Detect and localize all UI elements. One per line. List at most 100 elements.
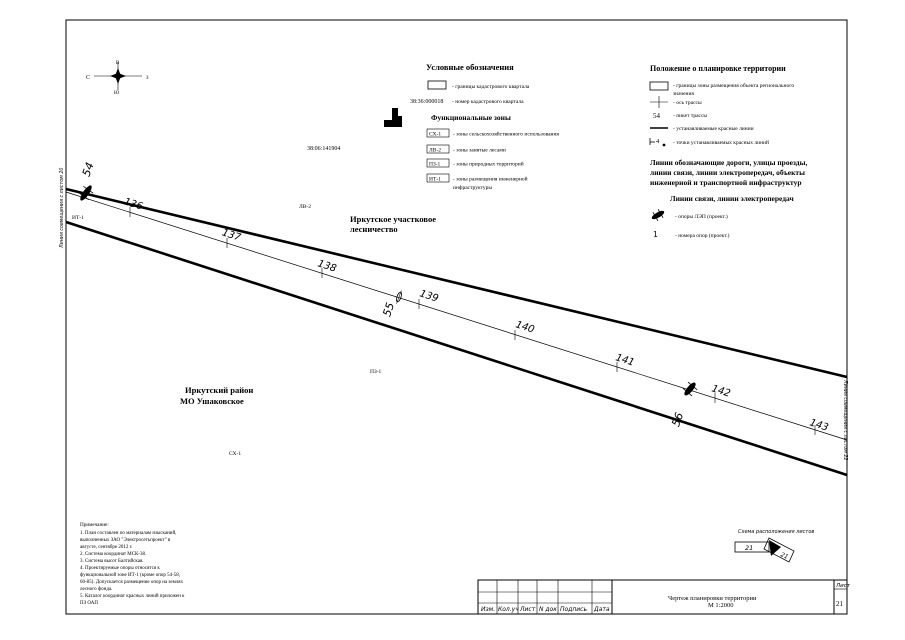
planning-subitem-text: - опоры ЛЭП (проект.) <box>675 213 728 220</box>
planning-item-text: значения <box>673 91 694 97</box>
svg-text:143: 143 <box>808 417 830 433</box>
note-line: выполненных ЗАО "Электросетьпроект" в <box>80 538 171 543</box>
planning-item-text: - устанавливаемые красные линии <box>673 126 754 132</box>
picket-141: 141 <box>614 352 636 372</box>
planning-item-code: 4 <box>656 138 660 145</box>
planning-item-text: - ось трассы <box>673 100 702 106</box>
legend-zones-title: Функциональные зоны <box>431 113 511 122</box>
planning-subtitle: Линии связи, линии электропередач <box>670 194 794 203</box>
picket-140: 140 <box>514 319 536 340</box>
planning-item-text: - пикет трассы <box>673 113 707 119</box>
planning-legend: Положение о планировке территории - гран… <box>649 64 807 239</box>
svg-text:136: 136 <box>122 196 144 212</box>
legend-zone-text: - зоны природных территорий <box>453 161 524 168</box>
legend-zone-code: ПЗ-1 <box>429 162 441 168</box>
compass-west: З <box>146 76 149 81</box>
legend-item-code: 38:36:000018 <box>410 99 443 105</box>
legend-item-text: - номер кадастрового квартала <box>452 99 524 105</box>
alignment-label-right: Линия совмещения с листом 22 <box>842 379 848 460</box>
zone-boundary-lower <box>65 220 848 477</box>
zone-boundary-upper <box>65 187 848 379</box>
planning-item-text: - точки устанавливаемых красных линий <box>673 139 769 146</box>
zone-label-it1: ИТ-1 <box>72 215 84 221</box>
sheet-scheme-box-b <box>763 537 795 563</box>
planning-lines-title: Линии обозначающие дороги, улицы проезды… <box>650 158 807 167</box>
zone-label-pz1: ПЗ-1 <box>370 369 382 375</box>
legend-zone-code: СХ-1 <box>429 132 441 138</box>
svg-text:21: 21 <box>779 551 789 561</box>
planning-lines-title: инженерной и транспортной инфраструктур <box>650 178 802 187</box>
planning-title: Положение о планировке территории <box>650 64 786 73</box>
sheet-frame <box>65 19 848 615</box>
legend-item-text: - границы кадастрового квартала <box>452 84 530 90</box>
sheet-scheme-title: Схема расположения листов <box>738 529 814 535</box>
planning-item-code: 54 <box>653 112 661 120</box>
compass-north: С <box>86 75 90 81</box>
planning-lines-title: линии связи, линии электропередач, объек… <box>650 168 805 177</box>
legend-title: Условные обозначения <box>426 62 514 72</box>
legend-block-symbol <box>384 108 402 127</box>
zone-label-lv2: ЛВ-2 <box>299 204 311 210</box>
picket-143: 143 <box>808 417 830 435</box>
note-line: августе, сентябре 2012 г. <box>80 545 132 550</box>
legend-zone-text: - зоны размещения инженерной <box>453 176 528 183</box>
sheet-scheme-box-a <box>734 541 770 553</box>
planning-subitem-code: 1 <box>652 229 659 239</box>
compass-south: Ю <box>114 91 119 96</box>
legend-zone-text: - зоны занятые лесами <box>453 148 506 154</box>
legend-quarter-border-symbol <box>427 80 447 90</box>
note-line: функциональной зоне ИТ-1 (кроме опор 54-… <box>80 573 180 578</box>
note-line: 3. Система высот Балтийская. <box>80 559 144 564</box>
title-col-list: Лист <box>519 606 536 613</box>
note-line: 60-85). Допускается размещение опор на з… <box>80 580 184 585</box>
pole-label-55: 55 <box>380 301 397 318</box>
cadastral-number: 38:06:141904 <box>307 146 340 152</box>
notes: Примечание: 1. План составлен по материа… <box>80 522 185 606</box>
legend-zone-box <box>426 173 450 183</box>
district-label: МО Ушаковское <box>180 396 244 406</box>
legend-zone-text: - зоны сельскохозяйственного использован… <box>453 131 559 138</box>
pole-56-icon <box>682 381 698 397</box>
legend-zone-text: инфраструктуры <box>453 184 492 191</box>
title-col-ndok: N док <box>539 606 557 613</box>
svg-text:141: 141 <box>614 352 636 368</box>
pole-label-56: 56 <box>669 411 686 429</box>
title-col-kolch: Кол.уч <box>498 606 519 613</box>
notes-title: Примечание: <box>80 522 109 528</box>
note-line: 4. Проектируемые опоры относятся к <box>80 566 160 571</box>
legend-zone-box <box>426 144 450 154</box>
planning-item-text: - границы зоны размещения объекта регион… <box>673 82 794 89</box>
note-line: лесного фонда. <box>80 587 112 592</box>
pole-54-icon <box>78 185 94 201</box>
route-axis <box>65 191 848 441</box>
pole-label-54: 54 <box>80 161 97 179</box>
power-pole-icon <box>651 208 665 222</box>
zone-label-sx1: СХ-1 <box>229 451 241 457</box>
map-area: 136 137 138 139 140 141 142 143 <box>59 146 848 477</box>
planning-zone-border-symbol <box>649 81 669 91</box>
picket-139: 139 <box>418 288 440 309</box>
district-label: Иркутский район <box>185 385 253 395</box>
title-col-data: Дата <box>593 606 610 613</box>
picket-136: 136 <box>122 196 144 217</box>
planning-subitem-text: - номера опор (проект.) <box>675 232 730 239</box>
note-line: ПЗ ОАП <box>80 601 98 606</box>
forestry-label: лесничество <box>350 224 398 234</box>
note-line: 2. Система координат МСК-38. <box>80 552 146 557</box>
compass-east: В <box>116 61 120 66</box>
title-drawing-name: Чертеж планировки территории <box>668 595 757 602</box>
title-block: Изм. Кол.уч Лист N док Подпись Дата Черт… <box>477 579 851 615</box>
legend: Условные обозначения - границы кадастров… <box>384 62 559 191</box>
legend-zone-code: ИТ-1 <box>429 177 441 183</box>
legend-zone-code: ЛВ-2 <box>429 148 441 154</box>
title-col-podpis: Подпись <box>560 606 587 613</box>
title-sheet-label: Лист <box>835 583 851 589</box>
svg-text:139: 139 <box>418 288 440 304</box>
svg-text:140: 140 <box>514 319 536 335</box>
svg-text:21: 21 <box>745 544 753 552</box>
title-col-izm: Изм. <box>481 606 495 613</box>
title-scale: М 1:2000 <box>708 602 733 609</box>
title-sheet-number: 21 <box>836 600 844 608</box>
pole-55-icon <box>396 290 402 304</box>
